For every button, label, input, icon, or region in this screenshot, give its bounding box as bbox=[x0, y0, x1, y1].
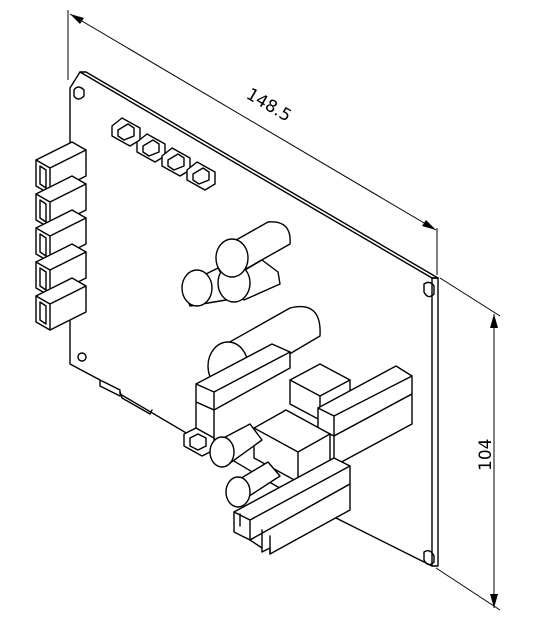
height-arrow-bottom bbox=[490, 594, 498, 608]
lower-capacitors bbox=[209, 423, 281, 508]
pcb-bottom-notch bbox=[119, 391, 153, 415]
capacitor-lower-2 bbox=[225, 461, 281, 508]
width-arrow-right bbox=[422, 220, 436, 230]
capacitor-top bbox=[215, 221, 291, 278]
height-arrow-top bbox=[490, 314, 498, 328]
capacitor-lower-1 bbox=[209, 423, 263, 468]
height-extension-line-bottom bbox=[435, 567, 501, 611]
pcb-bottom-step bbox=[99, 379, 121, 397]
capacitor-cluster bbox=[181, 221, 291, 307]
mounting-slot-top-right bbox=[423, 281, 435, 298]
width-arrow-left bbox=[70, 14, 84, 24]
height-extension-line-top bbox=[439, 277, 501, 317]
mounting-hole-bottom-left bbox=[77, 352, 87, 362]
left-connector-stack bbox=[35, 141, 87, 331]
left-connector-5 bbox=[35, 277, 87, 331]
mounting-slot-bottom-right bbox=[423, 549, 435, 566]
mounting-slot-top-left bbox=[73, 86, 85, 100]
heatsink-bottom bbox=[233, 457, 351, 555]
width-dimension-line bbox=[69, 13, 437, 231]
height-dimension: 104 bbox=[435, 277, 501, 611]
pcb-right-edge bbox=[431, 277, 439, 567]
heatsink-fin-right bbox=[333, 393, 413, 467]
top-connector-4 bbox=[186, 161, 216, 191]
height-dimension-label: 104 bbox=[476, 439, 496, 471]
heatsink-assembly bbox=[183, 343, 413, 483]
top-connector-row bbox=[111, 117, 216, 191]
